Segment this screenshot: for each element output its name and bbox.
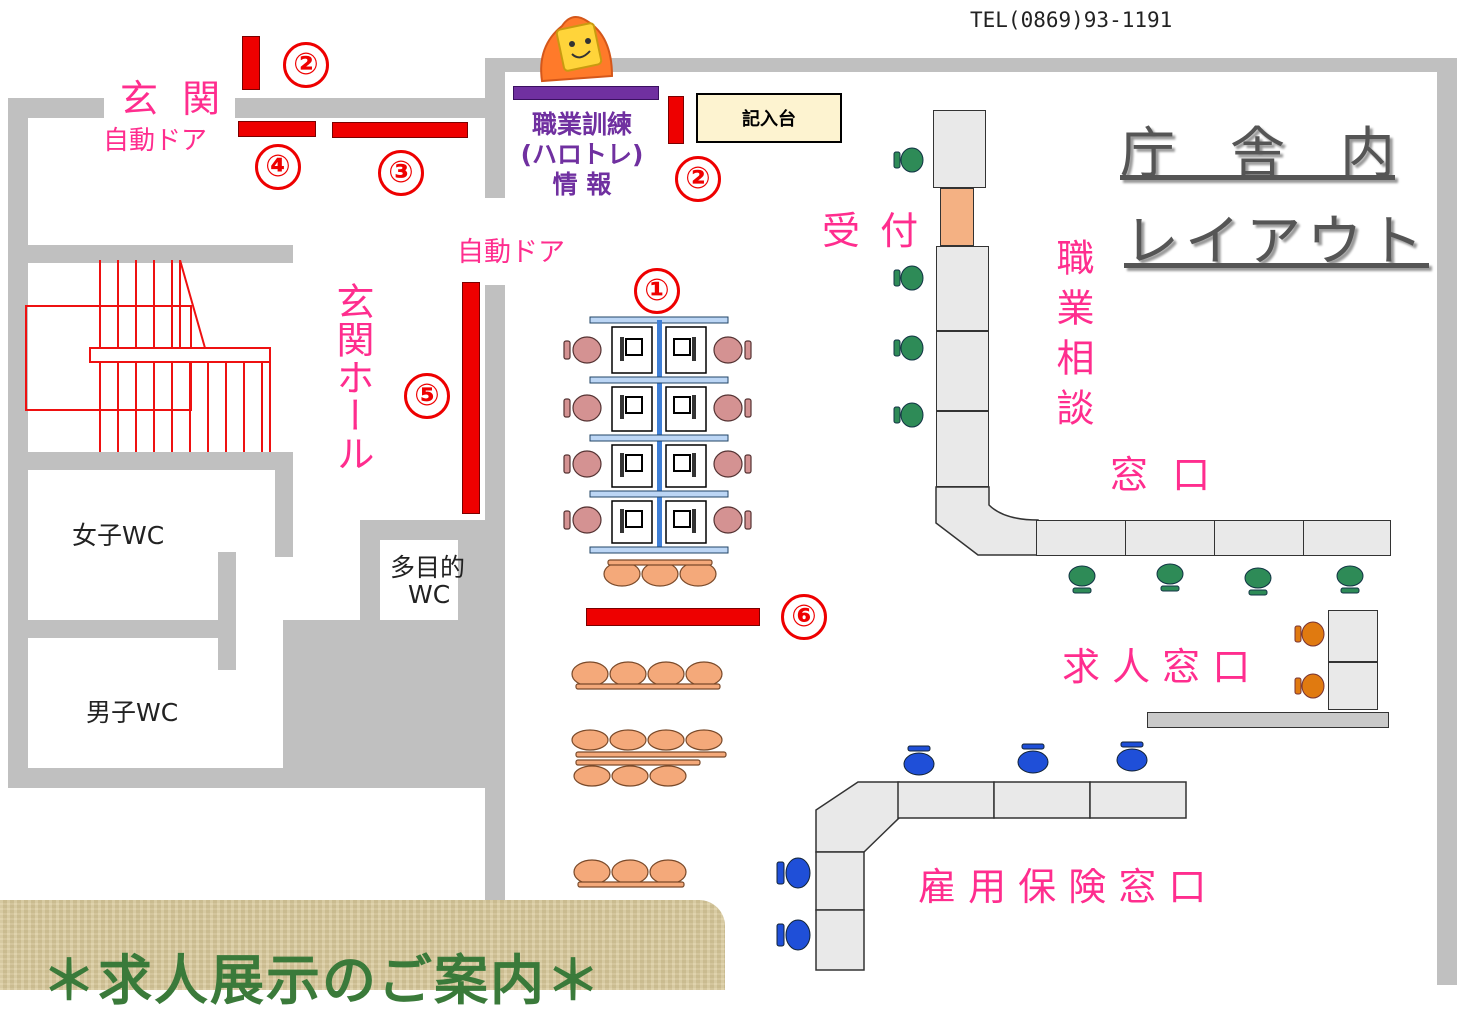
waiting-bench [571,661,723,690]
job-display-banner-title: ＊求人展示のご案内＊ [42,949,602,1012]
job-counter-1 [1328,610,1378,662]
entrance-hall-label: 玄関ホール [330,282,374,472]
multipurpose-wc-label-1: 多目的 [390,553,466,582]
insurance-counter [815,781,1187,971]
waiting-bench [573,859,687,888]
marker-1: ① [634,268,680,314]
marker-2-bar-left [242,36,260,90]
reception-desk [940,188,974,246]
consultation-counter-2 [936,331,989,411]
marker-2-bar-right [668,96,684,144]
seat-green-icon [893,147,924,173]
writing-desk-label: 記入台 [742,109,796,130]
consultation-counter-1 [936,246,989,331]
consultation-counter-5 [1125,520,1215,556]
seat-blue-icon [776,857,811,889]
marker-5-bar [462,282,480,514]
job-display-banner: ＊求人展示のご案内＊ [0,900,725,1012]
page-title-line2: レイアウト [1124,209,1430,273]
seat-green-icon [893,335,924,361]
writing-desk: 記入台 [696,93,842,143]
phone-number: TEL(0869)93-1191 [970,8,1173,32]
reception-label: 受 付 [822,209,923,253]
seat-green-icon [1336,565,1364,594]
seat-orange-icon [1294,673,1325,699]
mascot-icon [540,16,614,83]
job-counter-2 [1328,662,1378,710]
mens-wc-label: 男子WC [86,698,179,727]
job-window-label: 求 人 窓 口 [1062,645,1251,689]
training-info-bar [513,86,659,100]
insurance-window-label: 雇 用 保 険 窓 口 [918,865,1207,909]
marker-2-right: ② [675,156,721,202]
seat-green-icon [1244,567,1272,596]
entrance-label: 玄 関 [120,77,227,121]
seat-blue-icon [903,745,935,776]
marker-4: ④ [255,144,301,190]
seat-orange-icon [1294,621,1325,647]
consultation-counter-3 [936,411,989,487]
marker-3-bar [332,122,468,138]
consultation-counter-6 [1214,520,1304,556]
seat-blue-icon [1017,743,1049,774]
consultation-vertical-label: 職業相談 [1050,238,1094,438]
reception-counter-top [933,110,986,188]
seat-green-icon [893,265,924,291]
auto-door-center-label: 自動ドア [457,237,565,268]
womens-wc-label: 女子WC [72,521,165,550]
multipurpose-wc-label-2: WC [408,580,451,609]
job-search-terminals [563,316,752,554]
marker-6: ⑥ [781,594,827,640]
seat-green-icon [1156,563,1184,592]
marker-6-bar [586,608,760,626]
seat-green-icon [1068,565,1096,594]
seat-green-icon [893,402,924,428]
waiting-bench [603,559,717,587]
staircase [25,260,271,452]
consultation-counter-7 [1303,520,1391,556]
marker-5: ⑤ [404,373,450,419]
auto-door-left-label: 自動ドア [103,126,208,156]
consultation-counter-4 [1036,520,1126,556]
seat-blue-icon [776,919,811,951]
page-title-line1: 庁 舎 内 [1120,121,1396,185]
seat-blue-icon [1116,741,1148,772]
consultation-window-label: 窓 口 [1110,453,1217,497]
job-window-rail [1147,712,1389,728]
waiting-bench [571,729,727,787]
training-info-label: 職業訓練 (ハロトレ) 情 報 [520,110,644,199]
marker-2-left: ② [283,42,329,88]
marker-4-bar [238,121,316,137]
marker-3: ③ [378,150,424,196]
consultation-counter-corner [935,486,1039,556]
